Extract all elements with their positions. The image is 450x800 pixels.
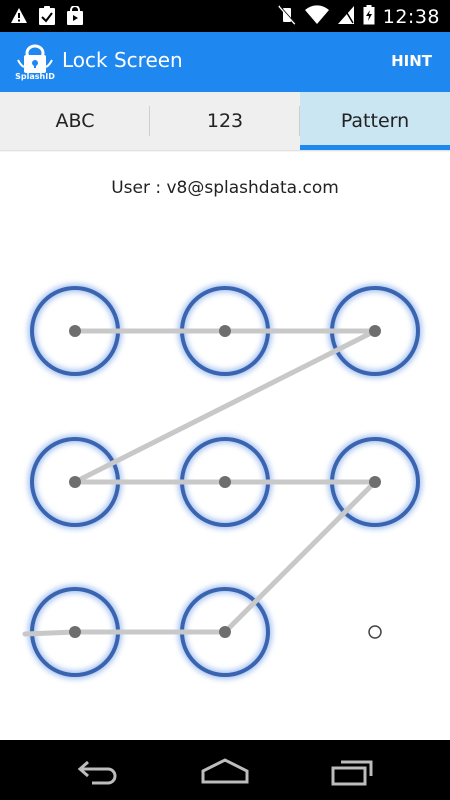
pattern-lock-grid[interactable]	[0, 250, 450, 720]
hint-button[interactable]: HINT	[391, 52, 432, 70]
tab-label: ABC	[55, 110, 95, 132]
tab-label: 123	[206, 110, 244, 132]
pattern-node-dot-selected[interactable]	[219, 626, 231, 638]
home-button[interactable]	[195, 754, 255, 788]
wifi-icon	[304, 5, 329, 29]
battery-icon	[363, 5, 375, 29]
clock: 12:38	[382, 6, 440, 28]
warning-icon	[10, 7, 28, 29]
recents-icon	[331, 760, 373, 786]
tabs-divider	[0, 150, 450, 152]
cell-signal-icon	[337, 5, 355, 29]
status-bar: 12:38	[0, 0, 450, 32]
pattern-node-dot-selected[interactable]	[369, 325, 381, 337]
tab-label: Pattern	[340, 110, 410, 132]
back-button[interactable]	[70, 754, 130, 788]
pattern-node-dot-selected[interactable]	[219, 325, 231, 337]
tab-123[interactable]: 123	[150, 92, 300, 150]
shopping-bag-icon	[66, 5, 84, 30]
pattern-node-dot-selected[interactable]	[219, 476, 231, 488]
pattern-node-dot-selected[interactable]	[69, 325, 81, 337]
vibrate-off-icon	[277, 5, 297, 29]
splashid-logo: SplashID	[14, 42, 56, 84]
app-bar: SplashID Lock Screen HINT	[0, 32, 450, 92]
screen-title: Lock Screen	[62, 48, 183, 72]
pattern-node-dot-selected[interactable]	[369, 476, 381, 488]
tab-abc[interactable]: ABC	[0, 92, 150, 150]
pattern-node-dot-selected[interactable]	[69, 626, 81, 638]
pattern-node-dot-selected[interactable]	[69, 476, 81, 488]
back-icon	[77, 760, 117, 785]
logo-text: SplashID	[15, 72, 55, 81]
navigation-bar	[0, 740, 450, 800]
pattern-node-dot[interactable]	[368, 625, 382, 639]
unlock-method-tabs: ABC 123 Pattern	[0, 92, 450, 150]
recents-button[interactable]	[325, 754, 385, 788]
home-icon	[201, 758, 249, 784]
checklist-icon	[38, 6, 56, 30]
user-email-label: User : v8@splashdata.com	[111, 178, 339, 198]
tab-pattern[interactable]: Pattern	[300, 92, 450, 150]
